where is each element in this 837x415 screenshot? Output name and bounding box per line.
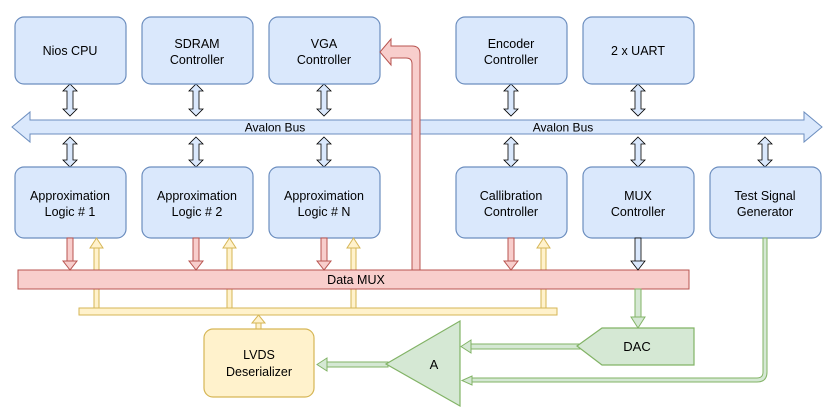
bus-connector-approxn: [316, 136, 332, 168]
bus-connector-nios: [62, 83, 78, 117]
bus-connector-sdram: [188, 83, 204, 117]
bus-connector-encoder: [503, 83, 519, 117]
approx2-label-2: Logic # 2: [172, 205, 223, 219]
lvds-deserializer-block: [203, 328, 315, 398]
nios-cpu-label: Nios CPU: [43, 44, 98, 58]
testsig-label-1: Test Signal: [734, 189, 795, 203]
top-blocks: [14, 16, 695, 85]
green-amp-to-deser-stem: [325, 361, 389, 368]
green-testsig-to-amp: [460, 237, 768, 386]
pink-arrow-to-vga: [379, 37, 421, 271]
calib-label-1: Callibration: [480, 189, 543, 203]
dac-block: [575, 327, 695, 366]
bus-connector-testsig: [757, 136, 773, 168]
block-encoder-controller: [455, 16, 568, 85]
green-dac-to-amp-stem: [469, 343, 581, 350]
pink-arrow-2-head: [187, 260, 205, 271]
sdram-label-1: SDRAM: [174, 37, 219, 51]
yellow-feed-n-head: [346, 237, 361, 249]
analog-path: [316, 237, 768, 386]
approx1-label-1: Approximation: [30, 189, 110, 203]
data-mux-bar: [17, 269, 690, 290]
bus-connector-uart: [630, 83, 646, 117]
data-mux-label: Data MUX: [327, 273, 385, 287]
calib-label-2: Controller: [484, 205, 538, 219]
green-amp-to-deser-head: [316, 357, 328, 372]
yellow-feed-deser-head: [250, 314, 267, 324]
top-block-labels: Nios CPU SDRAM Controller VGA Controller…: [43, 37, 666, 67]
lvds-label-1: LVDS: [243, 348, 275, 362]
bottom-blocks: [14, 166, 822, 239]
green-mux-to-dac-stem: [634, 288, 642, 319]
green-dac-to-amp-head: [460, 339, 472, 354]
approxn-label-2: Logic # N: [298, 205, 351, 219]
bus-connector-approx2: [188, 136, 204, 168]
block-sdram-controller: [141, 16, 254, 85]
vga-label-1: VGA: [311, 37, 338, 51]
bus-connector-vga: [316, 83, 332, 117]
pink-data-arrows: [61, 37, 520, 271]
pink-arrow-1-head: [61, 260, 79, 271]
approx1-label-2: Logic # 1: [45, 205, 96, 219]
muxctl-arrow-head: [630, 260, 646, 271]
vga-label-2: Controller: [297, 53, 351, 67]
approxn-label-1: Approximation: [284, 189, 364, 203]
pink-arrow-2-stem: [192, 237, 200, 263]
sdram-label-2: Controller: [170, 53, 224, 67]
bus-connector-approx1: [62, 136, 78, 168]
pink-arrow-calib-head: [502, 260, 520, 271]
pink-arrow-calib-stem: [507, 237, 515, 263]
amplifier-label: A: [430, 357, 439, 372]
bus-connector-calib: [503, 136, 519, 168]
avalon-bus-label-right: Avalon Bus: [533, 121, 594, 135]
yellow-feed-1-head: [89, 237, 104, 249]
block-nios-cpu: [14, 16, 127, 85]
amplifier-triangle: [384, 319, 461, 408]
muxctl-arrow-stem: [634, 237, 642, 263]
encoder-label-1: Encoder: [488, 37, 535, 51]
muxctl-label-2: Controller: [611, 205, 665, 219]
bottom-block-labels: Approximation Logic # 1 Approximation Lo…: [30, 189, 796, 219]
testsig-label-2: Generator: [737, 205, 793, 219]
pink-arrow-1-stem: [66, 237, 74, 263]
bus-connector-muxctl: [630, 136, 646, 168]
block-uart: [582, 16, 695, 85]
yellow-horizontal-bus: [78, 307, 558, 316]
dac-label: DAC: [623, 339, 650, 354]
muxctl-label-1: MUX: [624, 189, 652, 203]
yellow-feed-calib-head: [536, 237, 551, 249]
block-vga-controller: [268, 16, 381, 85]
approx2-label-1: Approximation: [157, 189, 237, 203]
encoder-label-2: Controller: [484, 53, 538, 67]
avalon-bus-label-left: Avalon Bus: [245, 121, 306, 135]
lvds-label-2: Deserializer: [226, 365, 292, 379]
pink-arrow-n-stem: [320, 237, 328, 263]
muxctl-to-datamux-arrow: [630, 237, 646, 271]
yellow-feed-2-head: [222, 237, 237, 249]
pink-arrow-n-head: [315, 260, 333, 271]
green-mux-to-dac-head: [630, 316, 646, 329]
uart-label: 2 x UART: [611, 44, 665, 58]
